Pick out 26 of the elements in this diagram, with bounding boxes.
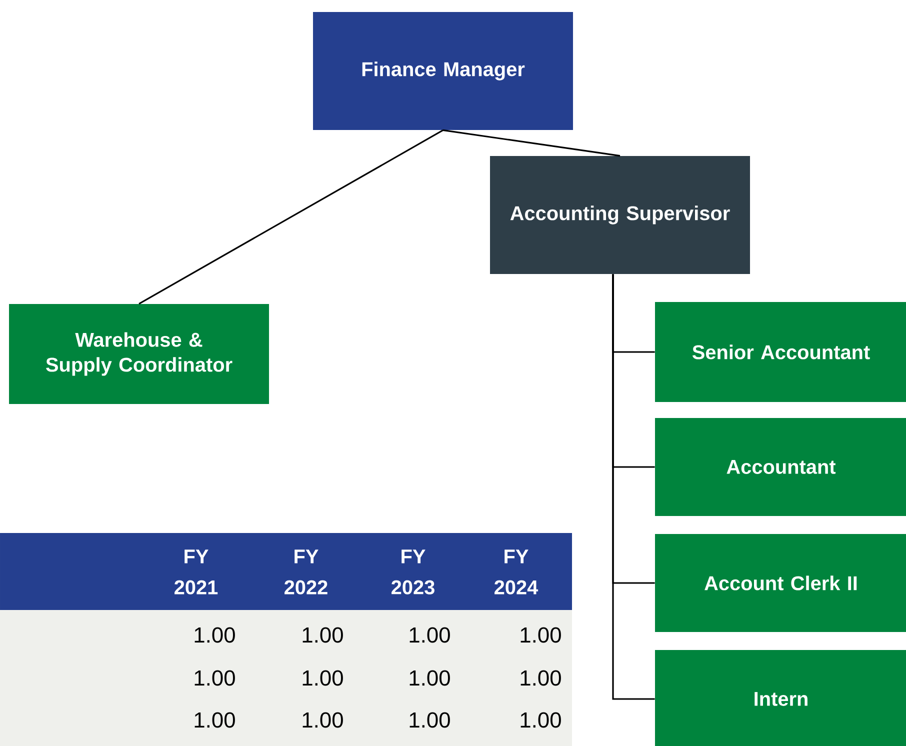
- org-box: Account Clerk II: [655, 534, 906, 632]
- table-value: 1.00: [302, 627, 343, 643]
- column-header: FY 2021: [174, 550, 218, 594]
- table-value: 1.00: [194, 712, 235, 728]
- table-value: 1.00: [410, 627, 450, 643]
- org-box: Warehouse & Supply Coordinator: [9, 304, 269, 404]
- connector-line: [612, 274, 655, 700]
- table-value: 1.00: [520, 670, 561, 686]
- column-header: FY 2023: [392, 550, 434, 594]
- org-box: Intern: [655, 650, 906, 746]
- org-box: Senior Accountant: [655, 302, 906, 402]
- connector-line: [138, 130, 444, 304]
- table-value: 1.00: [520, 627, 561, 643]
- org-box: Finance Manager: [313, 12, 573, 130]
- table-value: 1.00: [520, 712, 561, 728]
- table-value: 1.00: [302, 670, 343, 686]
- org-box: Accountant: [655, 418, 906, 516]
- column-header: FY 2024: [494, 550, 538, 594]
- column-header: FY 2022: [284, 550, 328, 594]
- table-value: 1.00: [194, 670, 235, 686]
- table-value: 1.00: [410, 712, 450, 728]
- org-box: Accounting Supervisor: [490, 156, 750, 274]
- table-value: 1.00: [410, 670, 450, 686]
- connector-line: [442, 129, 620, 157]
- table-value: 1.00: [302, 712, 343, 728]
- table-value: 1.00: [194, 627, 235, 643]
